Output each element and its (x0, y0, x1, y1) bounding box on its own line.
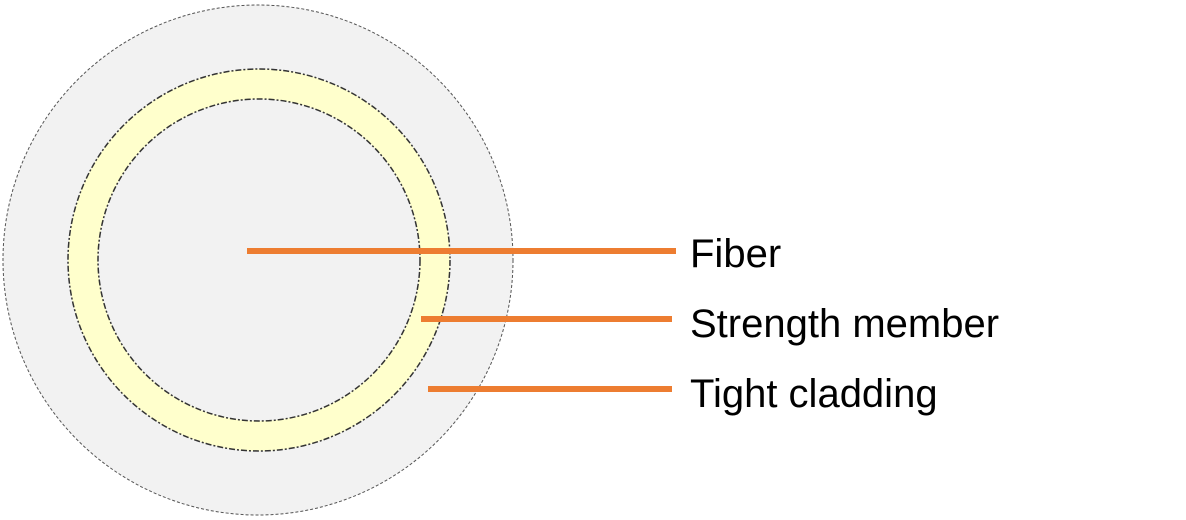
fiber-core-circle (97, 98, 421, 422)
tight-cladding-label: Tight cladding (690, 372, 938, 416)
fiber-label: Fiber (690, 232, 782, 276)
strength-member-label: Strength member (690, 302, 1000, 346)
